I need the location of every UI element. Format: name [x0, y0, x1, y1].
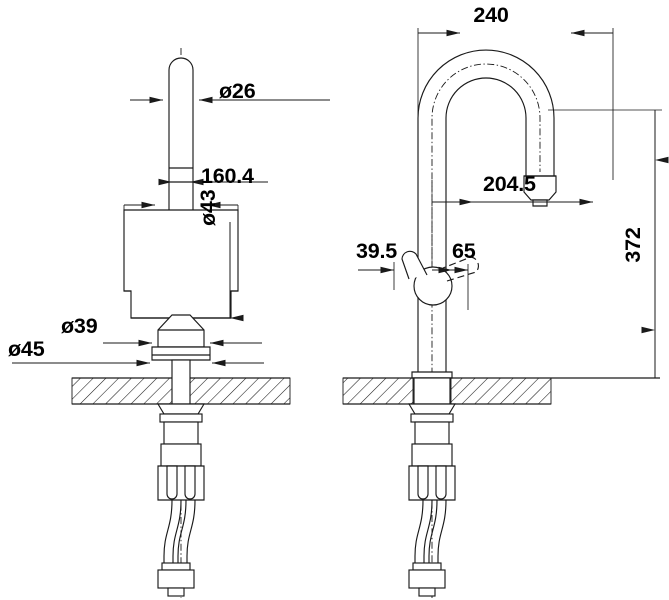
- dimension-base-cap-diameter: ø43: [196, 189, 244, 322]
- dimension-handle-front: 65: [432, 239, 476, 310]
- dimension-spout-diameter: ø26: [130, 79, 330, 104]
- side-hose-band: [412, 562, 442, 571]
- side-hose-tip: [418, 587, 436, 597]
- label-base-cap-diameter: ø43: [196, 189, 220, 226]
- spout-arc-centerline: [431, 63, 541, 300]
- side-mounting-nut: [414, 421, 450, 445]
- label-reach: 240: [473, 3, 509, 27]
- shank-through-counter: [171, 359, 191, 405]
- label-escutcheon-diameter: ø39: [61, 314, 98, 338]
- handle-lever-dashed: [442, 256, 479, 282]
- side-collet-body: [408, 465, 456, 501]
- dimension-body-width: 160.4: [123, 164, 268, 212]
- side-hose-right-inner: [428, 499, 438, 566]
- dimension-overall-height: 372: [548, 109, 669, 378]
- side-underside-washer: [407, 403, 457, 415]
- countertop-section-left: [71, 377, 291, 405]
- label-overall-height: 372: [621, 227, 645, 263]
- hose-right-outer: [186, 499, 196, 566]
- collet-finger-right: [184, 465, 196, 500]
- collet-finger-left: [166, 465, 178, 500]
- label-spout-diameter: ø26: [219, 79, 256, 103]
- side-escutcheon: [411, 371, 453, 379]
- hose-left-outer: [163, 499, 173, 566]
- dimension-escutcheon: ø39: [61, 314, 262, 347]
- dimension-spout-height: 204.5: [432, 172, 593, 206]
- side-collet-finger-right: [435, 465, 447, 500]
- hose-band: [161, 562, 191, 571]
- hose-nut: [157, 569, 195, 589]
- underside-washer: [156, 403, 206, 415]
- spout-inner-arc: [445, 77, 527, 300]
- label-handle-front: 65: [452, 239, 476, 263]
- hose-left-inner: [172, 499, 182, 566]
- mounting-flange: [151, 346, 211, 361]
- label-spout-height: 204.5: [483, 172, 536, 196]
- lock-washer: [159, 413, 203, 423]
- dimension-reach: 240: [417, 3, 614, 180]
- side-view-group: 240 204.5 372 39.5 65: [342, 3, 669, 598]
- collet-body: [157, 465, 205, 501]
- handle-lever-solid: [401, 250, 428, 280]
- side-hose-nut: [408, 569, 446, 589]
- side-shank-through-counter: [413, 377, 451, 405]
- label-flange-diameter: ø45: [8, 337, 45, 361]
- base-cap-outline: [157, 314, 205, 348]
- body-shroud-outline: [123, 209, 239, 319]
- dimension-flange: ø45: [8, 337, 264, 367]
- countertop-section-right: [342, 377, 660, 405]
- front-view-group: ø26 160.4 ø43 ø39: [8, 48, 330, 598]
- label-body-width: 160.4: [201, 164, 254, 188]
- side-hose-left-inner: [423, 499, 433, 566]
- spout-outer-arc: [417, 49, 555, 300]
- label-handle-back: 39.5: [356, 239, 397, 263]
- mounting-nut: [163, 421, 199, 445]
- side-threaded-collar: [411, 443, 453, 467]
- side-lock-washer: [410, 413, 454, 423]
- threaded-collar: [160, 443, 202, 467]
- aerator: [532, 199, 548, 207]
- side-hose-left-outer: [414, 499, 424, 566]
- hose-tip: [167, 587, 185, 597]
- dimension-handle-back: 39.5: [356, 239, 397, 290]
- side-collet-finger-left: [417, 465, 429, 500]
- hose-right-inner: [177, 499, 187, 566]
- side-hose-right-outer: [437, 499, 447, 566]
